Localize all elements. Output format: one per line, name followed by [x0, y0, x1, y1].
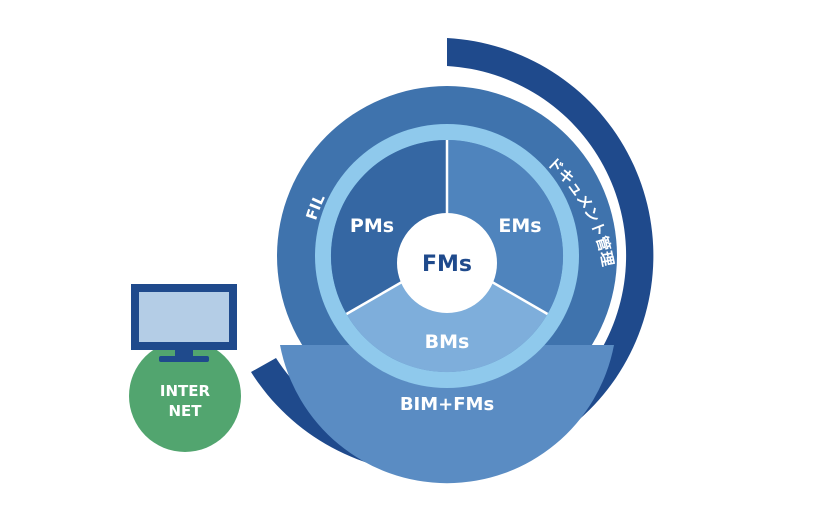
- internet-label-line2: NET: [168, 402, 202, 420]
- center-circle: [397, 213, 497, 313]
- bim-fms-band: [280, 345, 614, 484]
- segment-label-pms: PMs: [350, 215, 394, 237]
- segment-label-bms: BMs: [425, 331, 470, 353]
- center-label: FMs: [422, 252, 472, 277]
- segment-label-ems: EMs: [498, 215, 541, 237]
- bim-fms-label: BIM+FMs: [400, 394, 494, 415]
- internet-circle: [129, 340, 241, 452]
- monitor-icon: [131, 284, 237, 362]
- internet-label-line1: INTER: [160, 382, 211, 400]
